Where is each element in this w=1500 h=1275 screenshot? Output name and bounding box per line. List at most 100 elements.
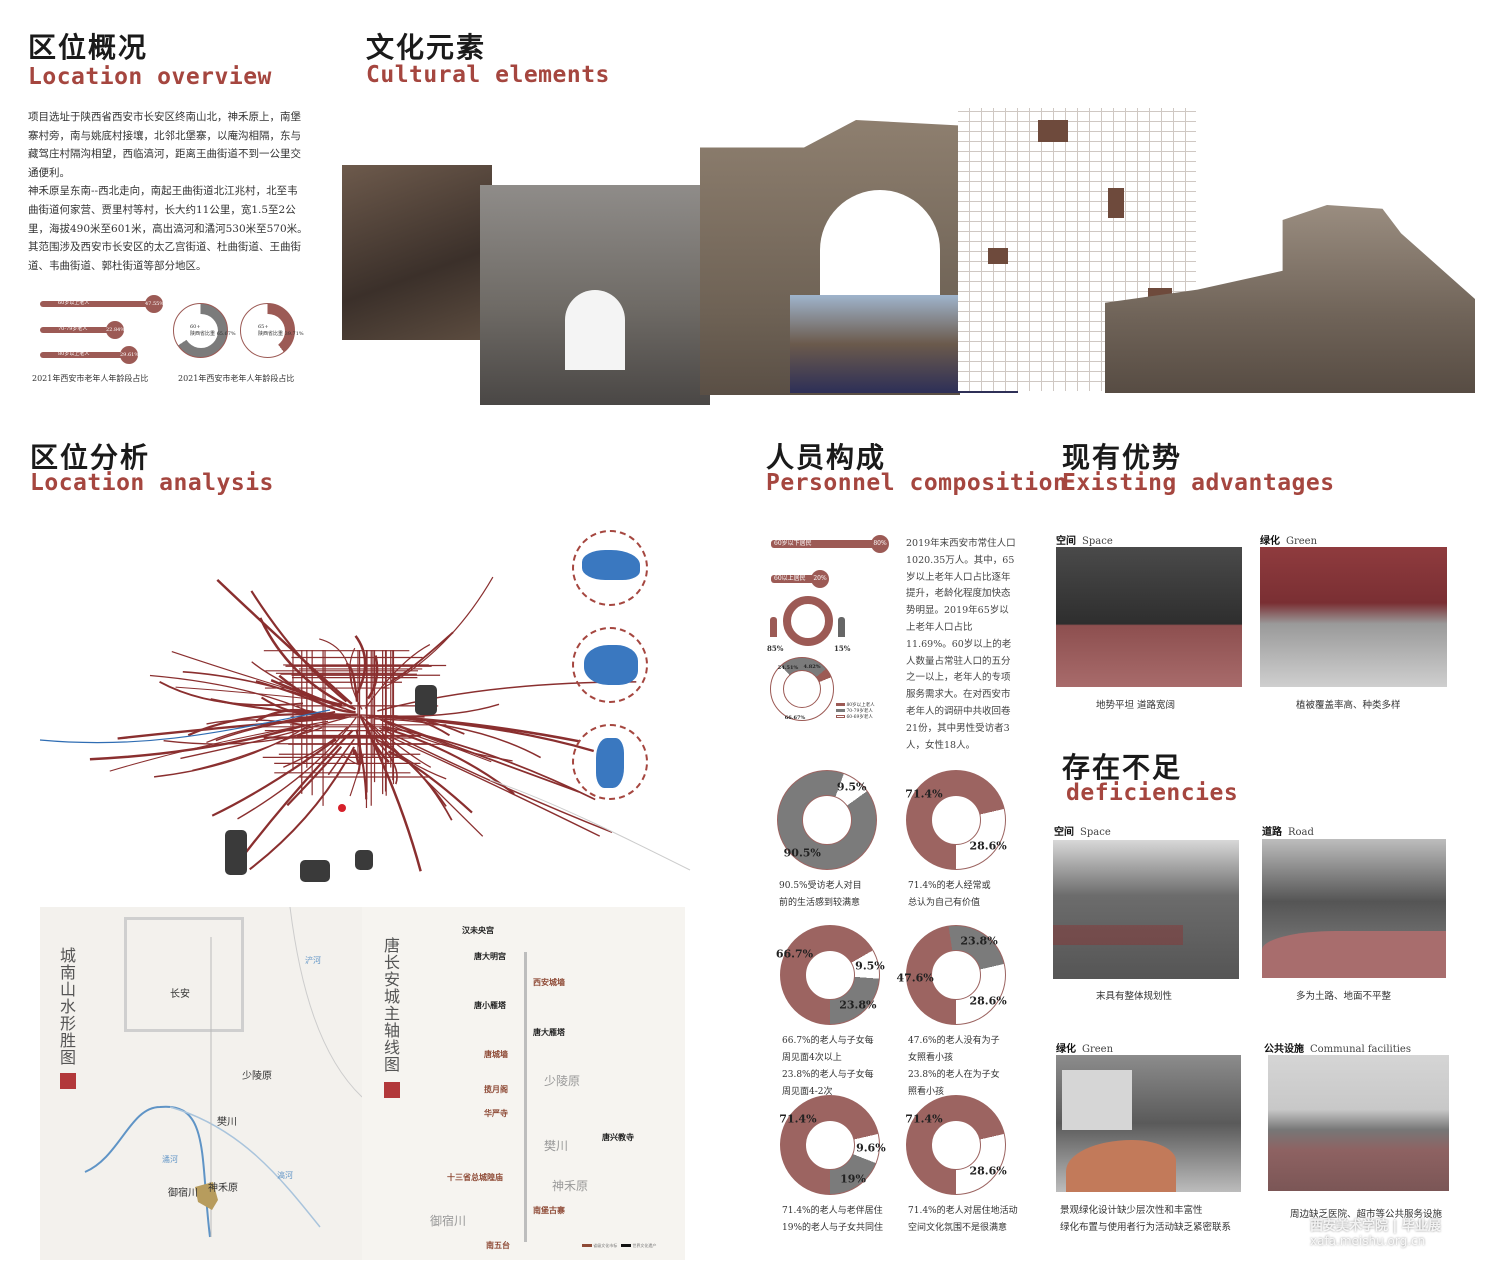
ring-60plus xyxy=(173,303,228,358)
ring-65plus xyxy=(240,303,295,358)
donut-label: 9.5% xyxy=(855,959,885,973)
donut-label: 71.4% xyxy=(905,1112,943,1126)
area-label: 御宿川 xyxy=(430,1214,467,1228)
landmark-label: 汉未央宫 xyxy=(462,925,494,935)
landmark-label: 唐大雁塔 xyxy=(533,1027,565,1037)
deficiencies-subtitle: deficiencies xyxy=(1066,780,1239,806)
landmark-label: 唐小雁塔 xyxy=(474,1000,506,1010)
bar-label: 70-79岁老人 xyxy=(58,326,88,332)
survey-caption: 71.4%的老人经常或总认为自己有价值 xyxy=(908,881,991,908)
paragraph: 项目选址于陕西省西安市长安区终南山北，神禾原上，南堡寨村旁，南与姚底村接壤，北邻… xyxy=(28,111,301,179)
def-green-caption: 景观绿化设计缺少层次性和丰富性绿化布置与使用者行为活动缺乏紧密联系 xyxy=(1060,1205,1232,1233)
road xyxy=(366,655,379,700)
river-label: 浐河 xyxy=(305,956,321,965)
old-alley-photo xyxy=(342,165,492,340)
bar-label: 60岁以下居民 xyxy=(774,540,812,547)
donut-label: 9.6% xyxy=(856,1141,886,1155)
road xyxy=(206,717,335,744)
age-donut-label: 66.67% xyxy=(784,715,806,721)
road xyxy=(381,725,596,801)
culture-subtitle: Cultural elements xyxy=(366,62,610,88)
road xyxy=(319,638,353,689)
def-road-photo xyxy=(1262,839,1446,978)
area-label: 少陵原 xyxy=(544,1074,581,1088)
female-icon xyxy=(770,617,777,637)
adv-green-caption: 植被覆盖率高、种类多样 xyxy=(1296,700,1401,711)
road xyxy=(374,717,542,759)
overview-subtitle: Location overview xyxy=(28,64,272,90)
advantages-title: 现有优势 xyxy=(1062,441,1183,474)
landmark-label: 揽月阁 xyxy=(484,1084,508,1094)
world-locator-inset xyxy=(572,530,648,606)
analysis-subtitle: Location analysis xyxy=(30,470,274,496)
district-patch xyxy=(415,685,437,715)
survey-donut xyxy=(780,1095,880,1195)
deficiencies-title: 存在不足 xyxy=(1062,751,1183,784)
changan-city-outline xyxy=(124,917,244,1032)
donut-label: 90.5% xyxy=(783,846,821,860)
survey-caption: 71.4%的老人对居住地活动空间文化氛围不是很满意 xyxy=(908,1206,1018,1233)
personnel-subtitle: Personnel composition xyxy=(766,470,1068,496)
landmark-label: 华严寺 xyxy=(484,1108,508,1118)
donut-label: 19% xyxy=(840,1172,866,1186)
road xyxy=(153,724,311,778)
road xyxy=(175,686,327,702)
seal-stamp xyxy=(60,1073,76,1089)
adv-space-photo xyxy=(1056,547,1242,687)
ring-label: 60+陕西省比重 65.67% xyxy=(190,324,236,337)
def-facilities-caption: 周边缺乏医院、超市等公共服务设施 xyxy=(1290,1209,1443,1220)
road xyxy=(182,671,354,713)
map-title: 唐长安城主轴线图 xyxy=(384,936,401,1074)
rivers xyxy=(84,907,362,1238)
landmark-label: 唐城墙 xyxy=(484,1049,508,1059)
road xyxy=(387,750,473,814)
road xyxy=(278,674,356,714)
road xyxy=(192,727,314,771)
donut-label: 28.6% xyxy=(969,1164,1007,1178)
road xyxy=(349,647,363,710)
survey-donut xyxy=(777,770,877,870)
def-facilities-photo xyxy=(1268,1055,1449,1191)
age-legend: 80岁以上老人 70-79岁老人 60-69岁老人 xyxy=(836,703,875,721)
age-donut xyxy=(770,657,834,721)
def-space-caption: 末具有整体规划性 xyxy=(1096,991,1173,1002)
overview-title: 区位概况 xyxy=(28,31,149,64)
bar-label: 60岁以上老人 xyxy=(58,300,90,306)
road xyxy=(382,576,494,689)
bar-caption: 2021年西安市老年人年龄段占比 xyxy=(32,374,149,383)
donut-label: 9.5% xyxy=(836,780,867,794)
watermark: 西安美术学院 | 毕业展 xafa.meishu.org.cn xyxy=(1310,1219,1441,1248)
culture-title: 文化元素 xyxy=(366,31,487,64)
city-gate-photo xyxy=(480,185,710,405)
road xyxy=(360,715,432,768)
road xyxy=(260,696,336,716)
female-percent: 85% xyxy=(767,644,784,653)
def-green-photo xyxy=(1056,1055,1241,1192)
donut-label: 28.6% xyxy=(969,839,1007,853)
landmark-label: 唐大明宫 xyxy=(474,951,506,961)
landmark-label: 十三省总城隍庙 xyxy=(447,1172,503,1182)
landmark-label: 南五台 xyxy=(486,1240,510,1250)
road xyxy=(236,729,354,864)
map-title: 城南山水形胜图 xyxy=(60,946,77,1067)
road-network-map xyxy=(39,576,691,882)
shaanxi-locator-inset xyxy=(572,724,648,800)
adv-green-photo xyxy=(1260,547,1447,687)
donut-label: 71.4% xyxy=(779,1112,817,1126)
river xyxy=(489,779,691,871)
age-donut-label: 24.51% xyxy=(777,665,799,671)
male-icon xyxy=(838,617,845,637)
landmark-label: 唐兴教寺 xyxy=(602,1132,634,1142)
place-label: 御宿川 xyxy=(168,1188,198,1199)
china-locator-inset xyxy=(572,627,648,703)
survey-caption: 90.5%受访老人对目前的生活感到较满意 xyxy=(779,881,862,908)
